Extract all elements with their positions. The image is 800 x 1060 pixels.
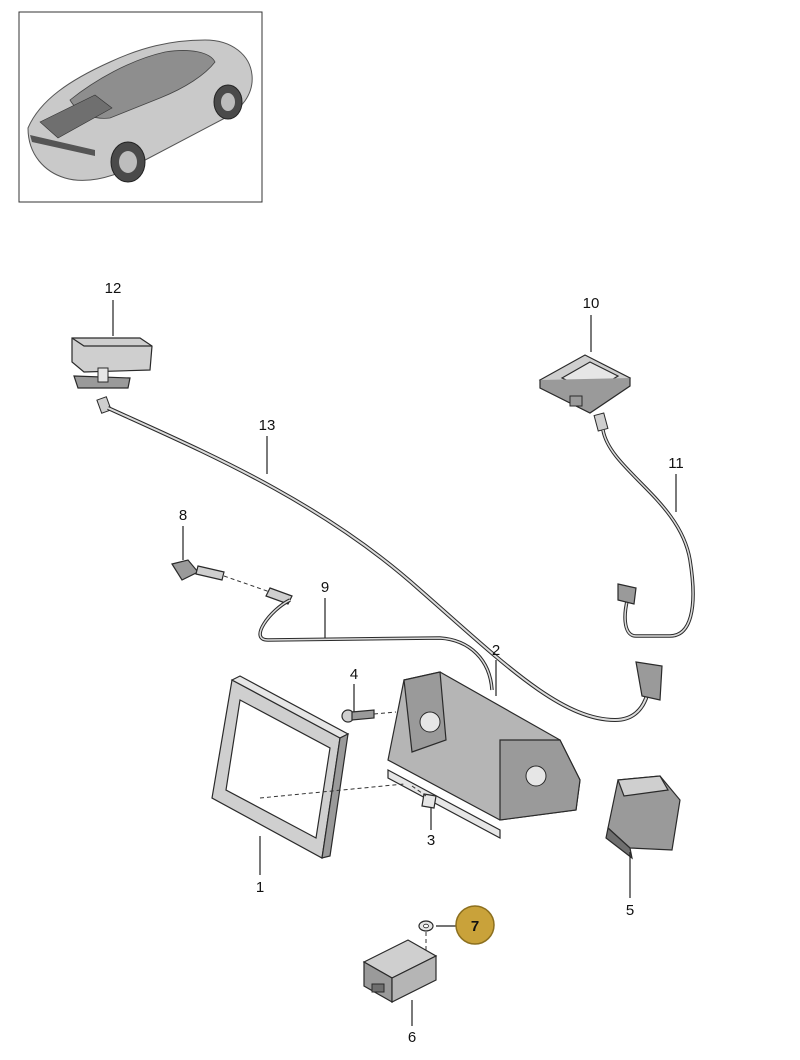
part-11-cable[interactable] xyxy=(593,412,695,638)
part-12-amplifier[interactable] xyxy=(71,337,153,389)
part-3-clip[interactable] xyxy=(411,785,437,809)
callout-2: 2 xyxy=(492,642,500,659)
callout-1: 1 xyxy=(256,879,264,896)
overview-thumbnail[interactable] xyxy=(18,11,263,203)
leader-lines xyxy=(112,300,677,1026)
callout-4: 4 xyxy=(350,666,358,683)
part-2-bracket[interactable] xyxy=(259,671,581,840)
part-1-trim-frame[interactable] xyxy=(211,675,350,859)
callout-13: 13 xyxy=(259,417,276,434)
callout-6: 6 xyxy=(408,1029,416,1046)
callout-11: 11 xyxy=(668,455,684,472)
callout-10: 10 xyxy=(583,295,600,312)
part-10-antenna-module[interactable] xyxy=(538,354,632,414)
callout-7: 7 xyxy=(471,918,479,935)
part-9-cable[interactable] xyxy=(258,587,494,691)
callout-5: 5 xyxy=(626,902,634,919)
part-4-screw[interactable] xyxy=(341,709,397,723)
callout-9: 9 xyxy=(321,579,329,596)
part-7-washer[interactable] xyxy=(418,920,434,952)
callout-3: 3 xyxy=(427,832,435,849)
callout-7-highlight[interactable]: 7 xyxy=(455,905,495,945)
callout-12: 12 xyxy=(105,280,122,297)
part-5-control-unit[interactable] xyxy=(605,775,681,860)
callout-8: 8 xyxy=(179,507,187,524)
part-8-connector[interactable] xyxy=(171,559,271,593)
car-image xyxy=(27,39,253,183)
part-13-cable[interactable] xyxy=(96,396,663,723)
part-6-module[interactable] xyxy=(362,939,438,1004)
